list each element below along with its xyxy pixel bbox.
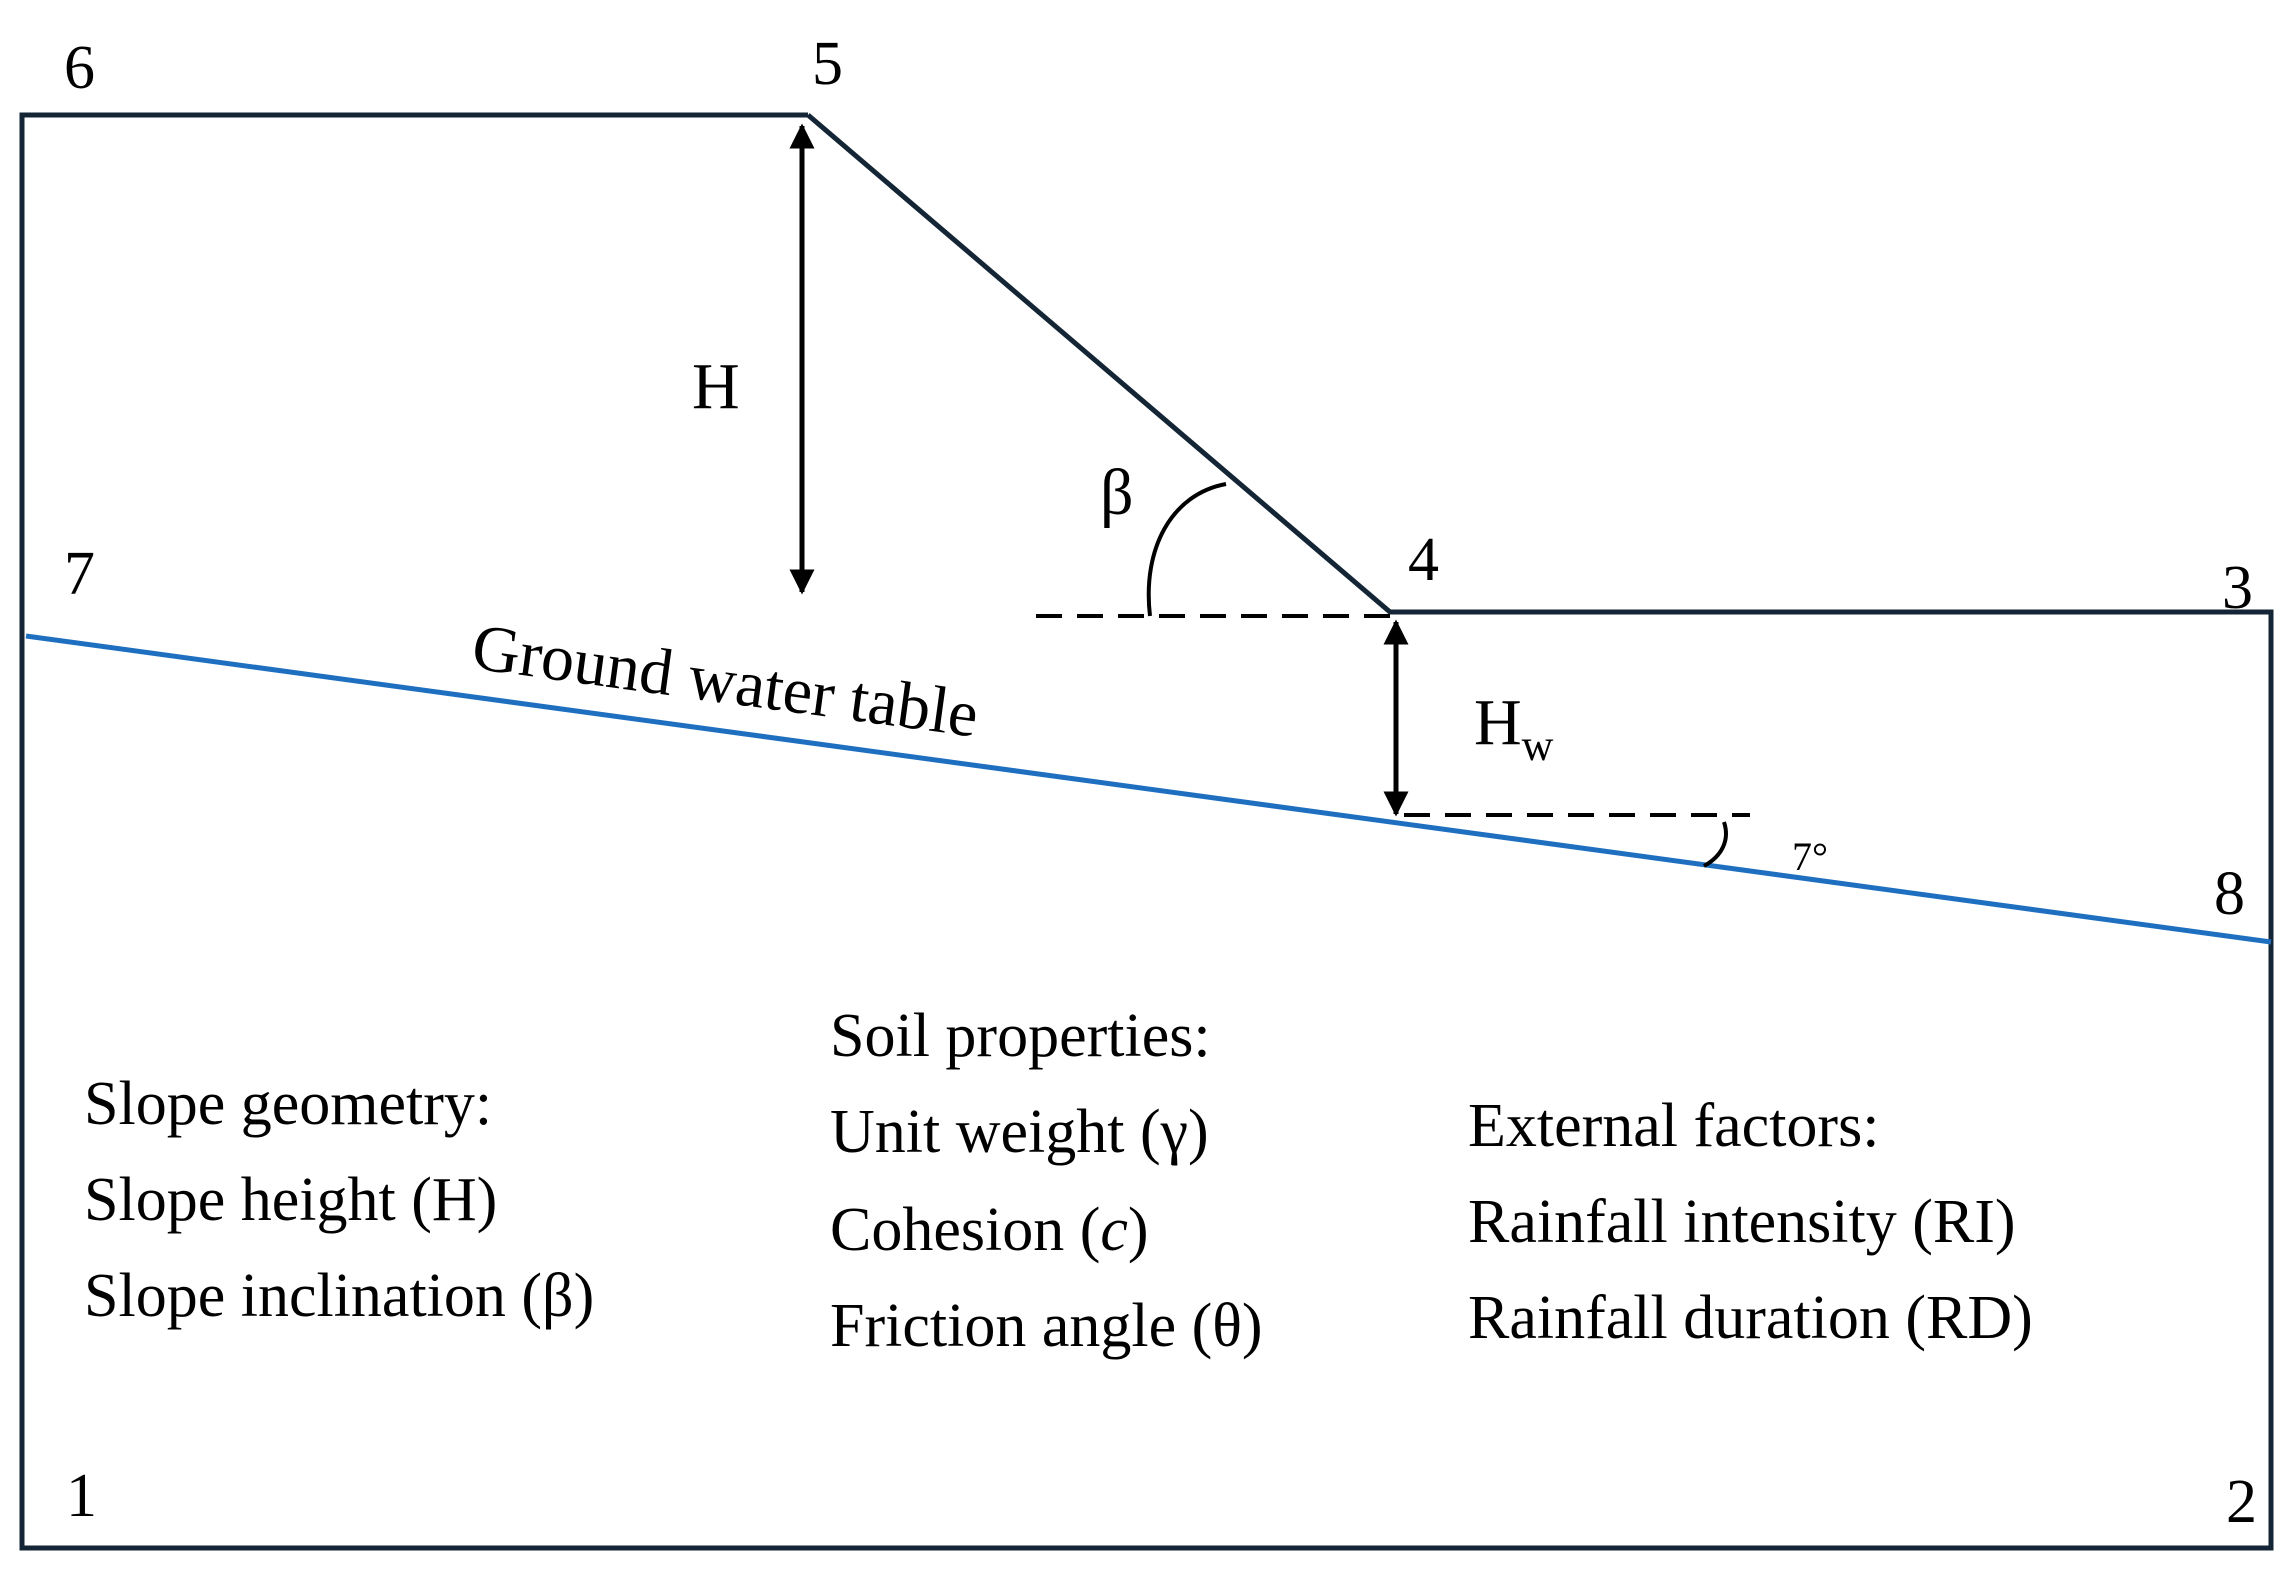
friction-angle-item: Friction angle (θ) (830, 1292, 1263, 1360)
gwt-angle-arc (1702, 821, 1728, 868)
water-height-label-main: H (1474, 686, 1522, 759)
point-label-1: 1 (66, 1462, 97, 1530)
point-label-4: 4 (1408, 526, 1439, 594)
slope-inclination-item: Slope inclination (β) (84, 1262, 594, 1330)
cohesion-prefix: Cohesion ( (830, 1196, 1100, 1264)
point-label-5: 5 (812, 30, 843, 98)
unit-weight-item: Unit weight (γ) (830, 1098, 1209, 1166)
cohesion-symbol: c (1100, 1196, 1128, 1264)
external-factors-title: External factors: (1468, 1092, 1879, 1160)
soil-properties-title: Soil properties: (830, 1002, 1211, 1070)
cohesion-item: Cohesion (c) (830, 1196, 1149, 1264)
water-height-label-sub: w (1522, 721, 1554, 770)
water-height-label: Hw (1474, 686, 1554, 770)
beta-label: β (1100, 456, 1134, 529)
point-label-3: 3 (2222, 554, 2253, 622)
slope-height-item: Slope height (H) (84, 1166, 497, 1234)
height-label: H (692, 350, 740, 423)
beta-angle-arc (1146, 482, 1227, 617)
cohesion-suffix: ) (1128, 1196, 1149, 1264)
point-label-2: 2 (2226, 1468, 2257, 1536)
slope-geometry-title: Slope geometry: (84, 1070, 492, 1138)
ground-water-table-line (25, 633, 2272, 945)
point-label-7: 7 (64, 540, 95, 608)
rainfall-duration-item: Rainfall duration (RD) (1468, 1284, 2033, 1352)
gwt-angle-label: 7° (1792, 834, 1828, 879)
slope-boundary (19, 112, 2274, 1551)
point-label-8: 8 (2214, 860, 2245, 928)
point-label-6: 6 (64, 34, 95, 102)
rainfall-intensity-item: Rainfall intensity (RI) (1468, 1188, 2016, 1256)
